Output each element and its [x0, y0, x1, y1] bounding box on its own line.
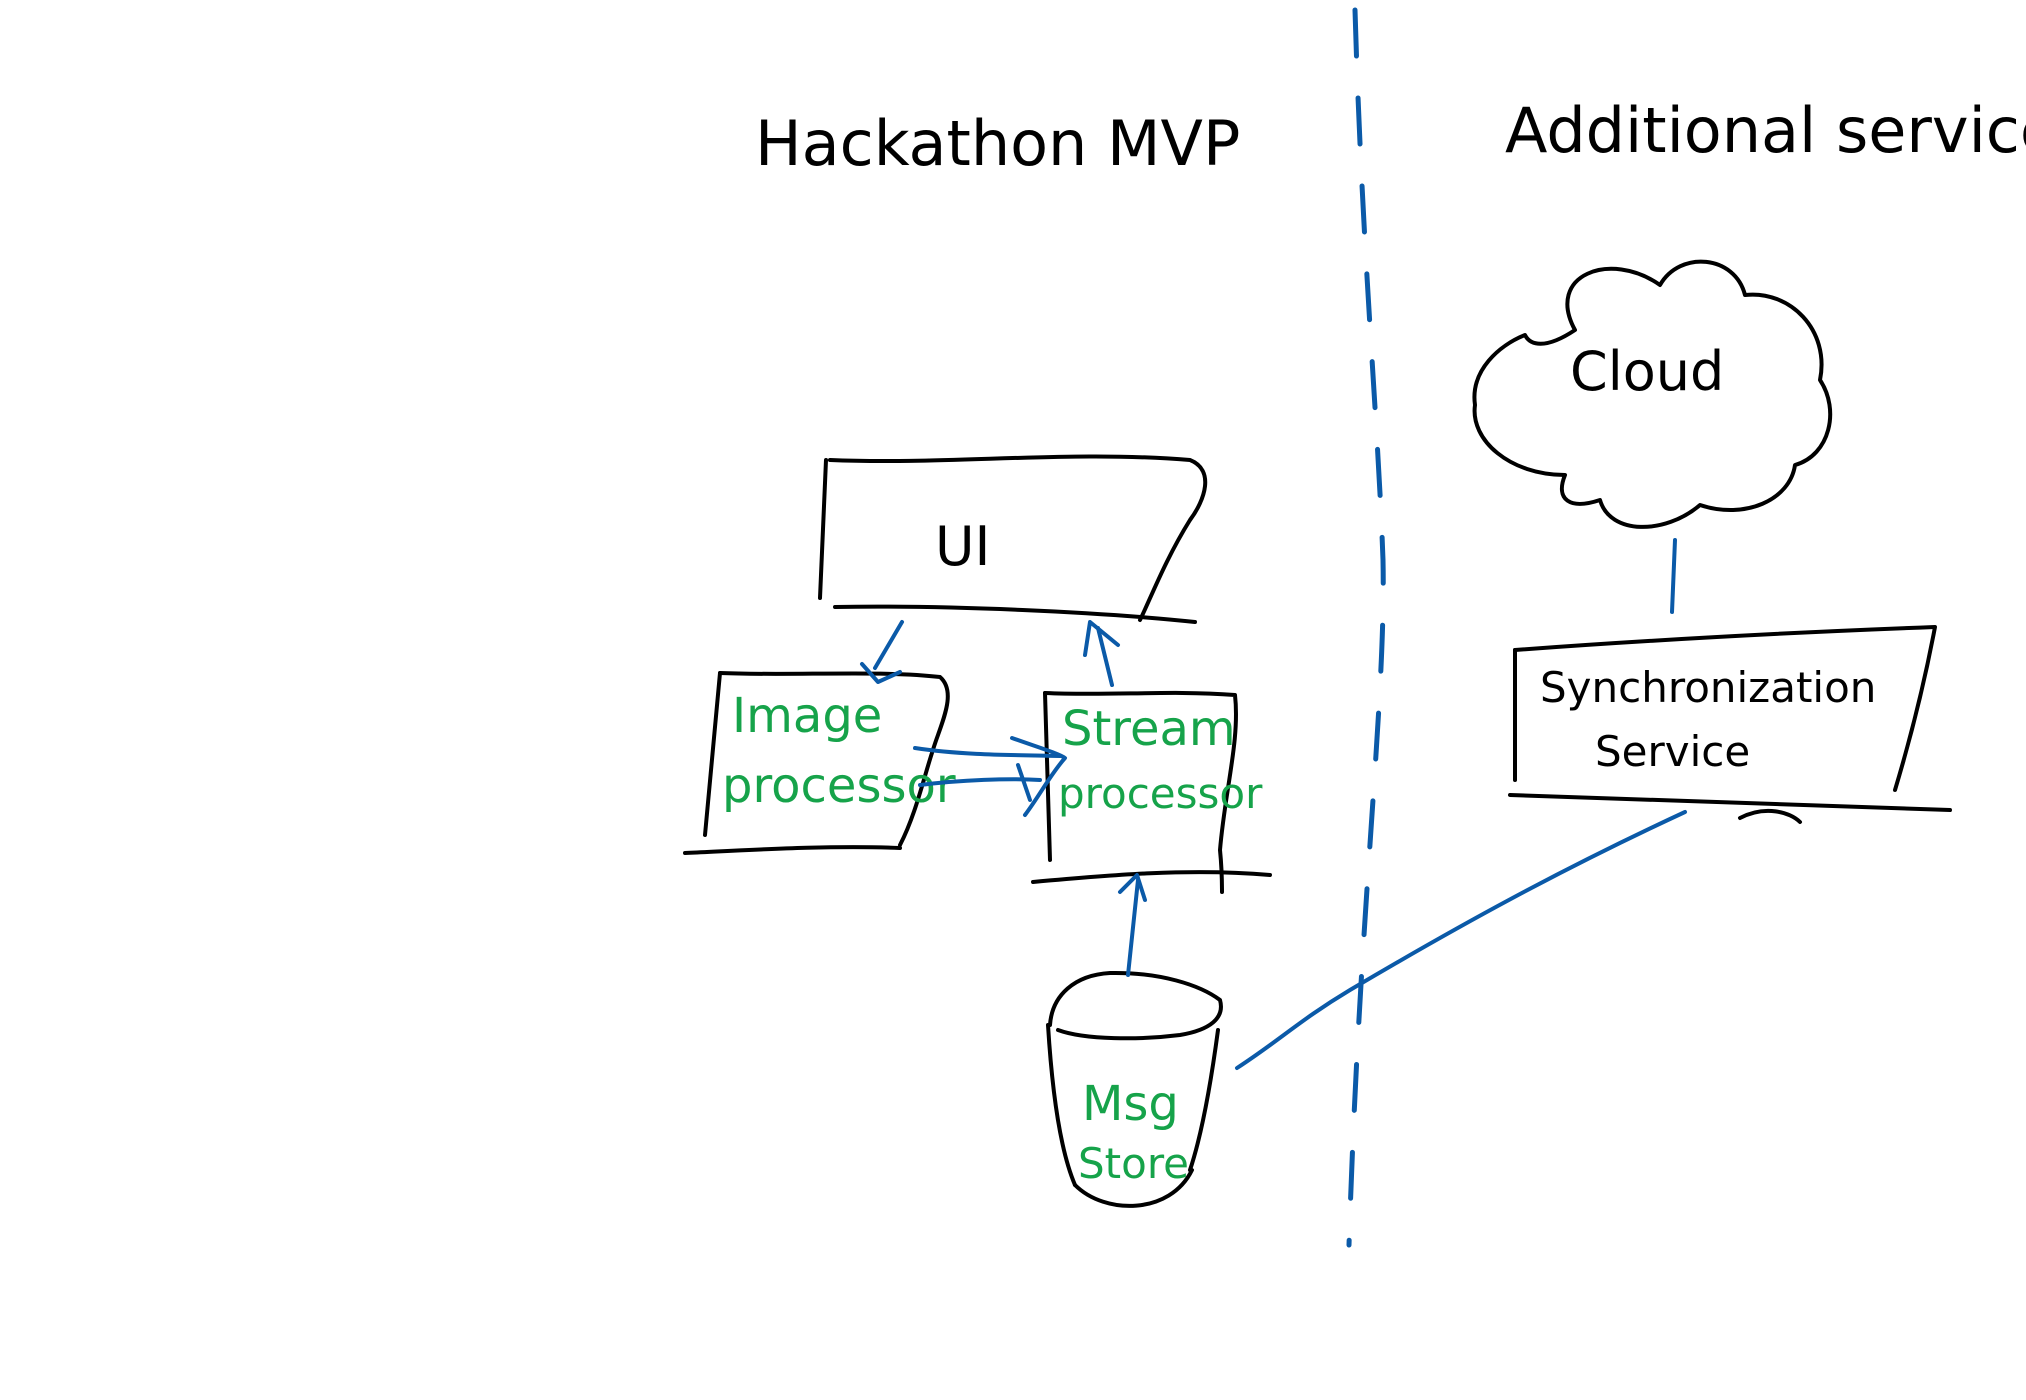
ui-box: UI — [818, 454, 1208, 624]
synchronization-service-box: Synchronization Service — [1508, 625, 1952, 824]
line-synchronization-service-to-msg-store — [1235, 810, 1687, 1070]
ui-label: UI — [935, 515, 990, 578]
stream-processor-label-line2: processor — [1058, 769, 1263, 818]
msg-store-cylinder: Msg Store — [1046, 970, 1223, 1208]
msg-store-label-line1: Msg — [1082, 1076, 1179, 1132]
image-processor-label-line2: processor — [722, 758, 956, 814]
msg-store-label-line2: Store — [1078, 1139, 1189, 1188]
stream-processor-label-line1: Stream — [1062, 701, 1236, 757]
synchronization-service-label-line2: Service — [1595, 727, 1750, 776]
line-cloud-to-synchronization-service — [1670, 538, 1677, 614]
arrow-image-to-stream-processor — [913, 736, 1067, 817]
section-divider — [1346, 7, 1386, 1248]
heading-additional-services: Additional services — [1505, 94, 2026, 167]
arrow-msg-store-to-stream-processor — [1118, 873, 1147, 977]
synchronization-service-label-line1: Synchronization — [1540, 663, 1876, 712]
image-processor-label-line1: Image — [732, 688, 882, 744]
arrow-ui-to-image-processor — [860, 620, 904, 684]
stream-processor-box: Stream processor — [1031, 690, 1272, 894]
arrow-stream-processor-to-ui — [1083, 620, 1120, 687]
cloud-shape: Cloud — [1472, 259, 1833, 529]
cloud-label: Cloud — [1570, 340, 1724, 403]
image-processor-box: Image processor — [683, 671, 956, 855]
heading-hackathon-mvp: Hackathon MVP — [755, 107, 1240, 180]
